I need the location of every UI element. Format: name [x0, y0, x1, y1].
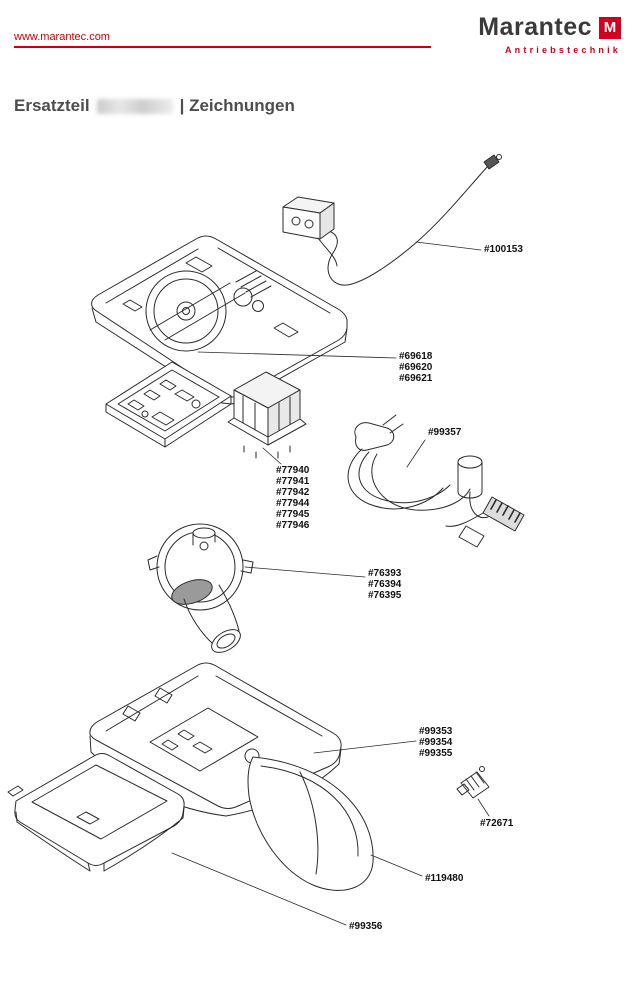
redacted-text [96, 98, 173, 114]
part-number: #99355 [419, 748, 453, 759]
power-cord-drawing [347, 414, 525, 548]
part-number: #69621 [399, 373, 433, 384]
part-number: #76393 [368, 568, 402, 579]
part-number: #69620 [399, 362, 433, 373]
part-number: #77944 [276, 498, 310, 509]
part-number: #77942 [276, 487, 310, 498]
part-number: #77941 [276, 476, 310, 487]
part-label-light-cover: #119480 [425, 873, 463, 884]
leader-lines [171, 241, 490, 926]
page-title-left: Ersatzteil [14, 96, 90, 115]
light-cover-drawing [247, 756, 374, 891]
brand-wordmark: Marantec [478, 13, 592, 41]
part-label-bottom-cover: #99356 [349, 921, 382, 932]
part-label-chassis: #69618 #69620 #69621 [399, 351, 432, 384]
brand-logo: Marantec M Antriebstechnik [478, 13, 621, 55]
part-number: #72671 [480, 818, 514, 829]
part-label-housing: #99353 #99354 #99355 [419, 726, 452, 759]
page-title: Ersatzteil | Zeichnungen [14, 96, 295, 116]
bulb-drawing [456, 766, 490, 799]
antenna-module-drawing [282, 154, 502, 286]
part-number: #76395 [368, 590, 402, 601]
chassis-drawing [91, 235, 348, 405]
part-number: #99357 [428, 427, 462, 438]
brand-m-icon: M [599, 16, 621, 39]
part-label-antenna: #100153 [484, 244, 523, 255]
website-link[interactable]: www.marantec.com [14, 31, 110, 43]
part-label-power-cord: #99357 [428, 427, 461, 438]
part-number: #77945 [276, 509, 310, 520]
part-number: #99356 [349, 921, 383, 932]
bottom-cover-drawing [7, 753, 185, 872]
page-title-right: | Zeichnungen [179, 96, 295, 115]
part-number: #100153 [484, 244, 523, 255]
part-label-control-unit: #77940 #77941 #77942 #77944 #77945 #7794… [276, 465, 309, 531]
lamp-socket-drawing [147, 523, 254, 653]
header-divider-rule [14, 46, 431, 48]
part-label-lamp-socket: #76393 #76394 #76395 [368, 568, 401, 601]
part-number: #99354 [419, 737, 453, 748]
part-number: #119480 [425, 873, 464, 884]
part-number: #77946 [276, 520, 310, 531]
control-unit-drawing [105, 361, 232, 448]
part-number: #77940 [276, 465, 310, 476]
brand-subtitle: Antriebstechnik [504, 45, 621, 55]
part-number: #69618 [399, 351, 433, 362]
part-number: #99353 [419, 726, 453, 737]
part-label-bulb: #72671 [480, 818, 513, 829]
part-number: #76394 [368, 579, 402, 590]
transformer-drawing [227, 371, 307, 459]
